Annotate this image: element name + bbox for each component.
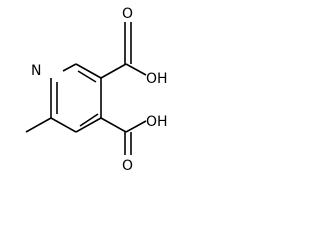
- bond-c6-c5-inner: [79, 113, 99, 127]
- acid1-ring-bond: [100, 63, 127, 79]
- bond-n1-c6: [50, 117, 77, 133]
- carboxylic-acid-1: [100, 22, 147, 79]
- pyridine-ring: [50, 63, 102, 133]
- ring-nitrogen-label: N: [31, 63, 41, 79]
- bond-c4-c3: [75, 63, 102, 79]
- acid1-oxygen-label: O: [122, 6, 133, 22]
- bond-c6-c5: [75, 117, 102, 133]
- bond-c4-c3-inner: [77, 70, 97, 83]
- methyl-bond: [25, 117, 52, 133]
- acid2-oxygen-label: O: [122, 158, 133, 174]
- acid1-hydroxyl-bond: [125, 63, 147, 76]
- carboxylic-acid-2: [100, 117, 147, 155]
- acid2-ring-bond: [100, 117, 127, 133]
- chemical-structure-diagram: N O OH OH O: [25, 6, 168, 174]
- bond-c3-n: [62, 63, 77, 72]
- acid2-hydroxyl-label: OH: [146, 114, 168, 130]
- acid1-hydroxyl-label: OH: [146, 71, 168, 87]
- acid2-hydroxyl-bond: [125, 120, 147, 133]
